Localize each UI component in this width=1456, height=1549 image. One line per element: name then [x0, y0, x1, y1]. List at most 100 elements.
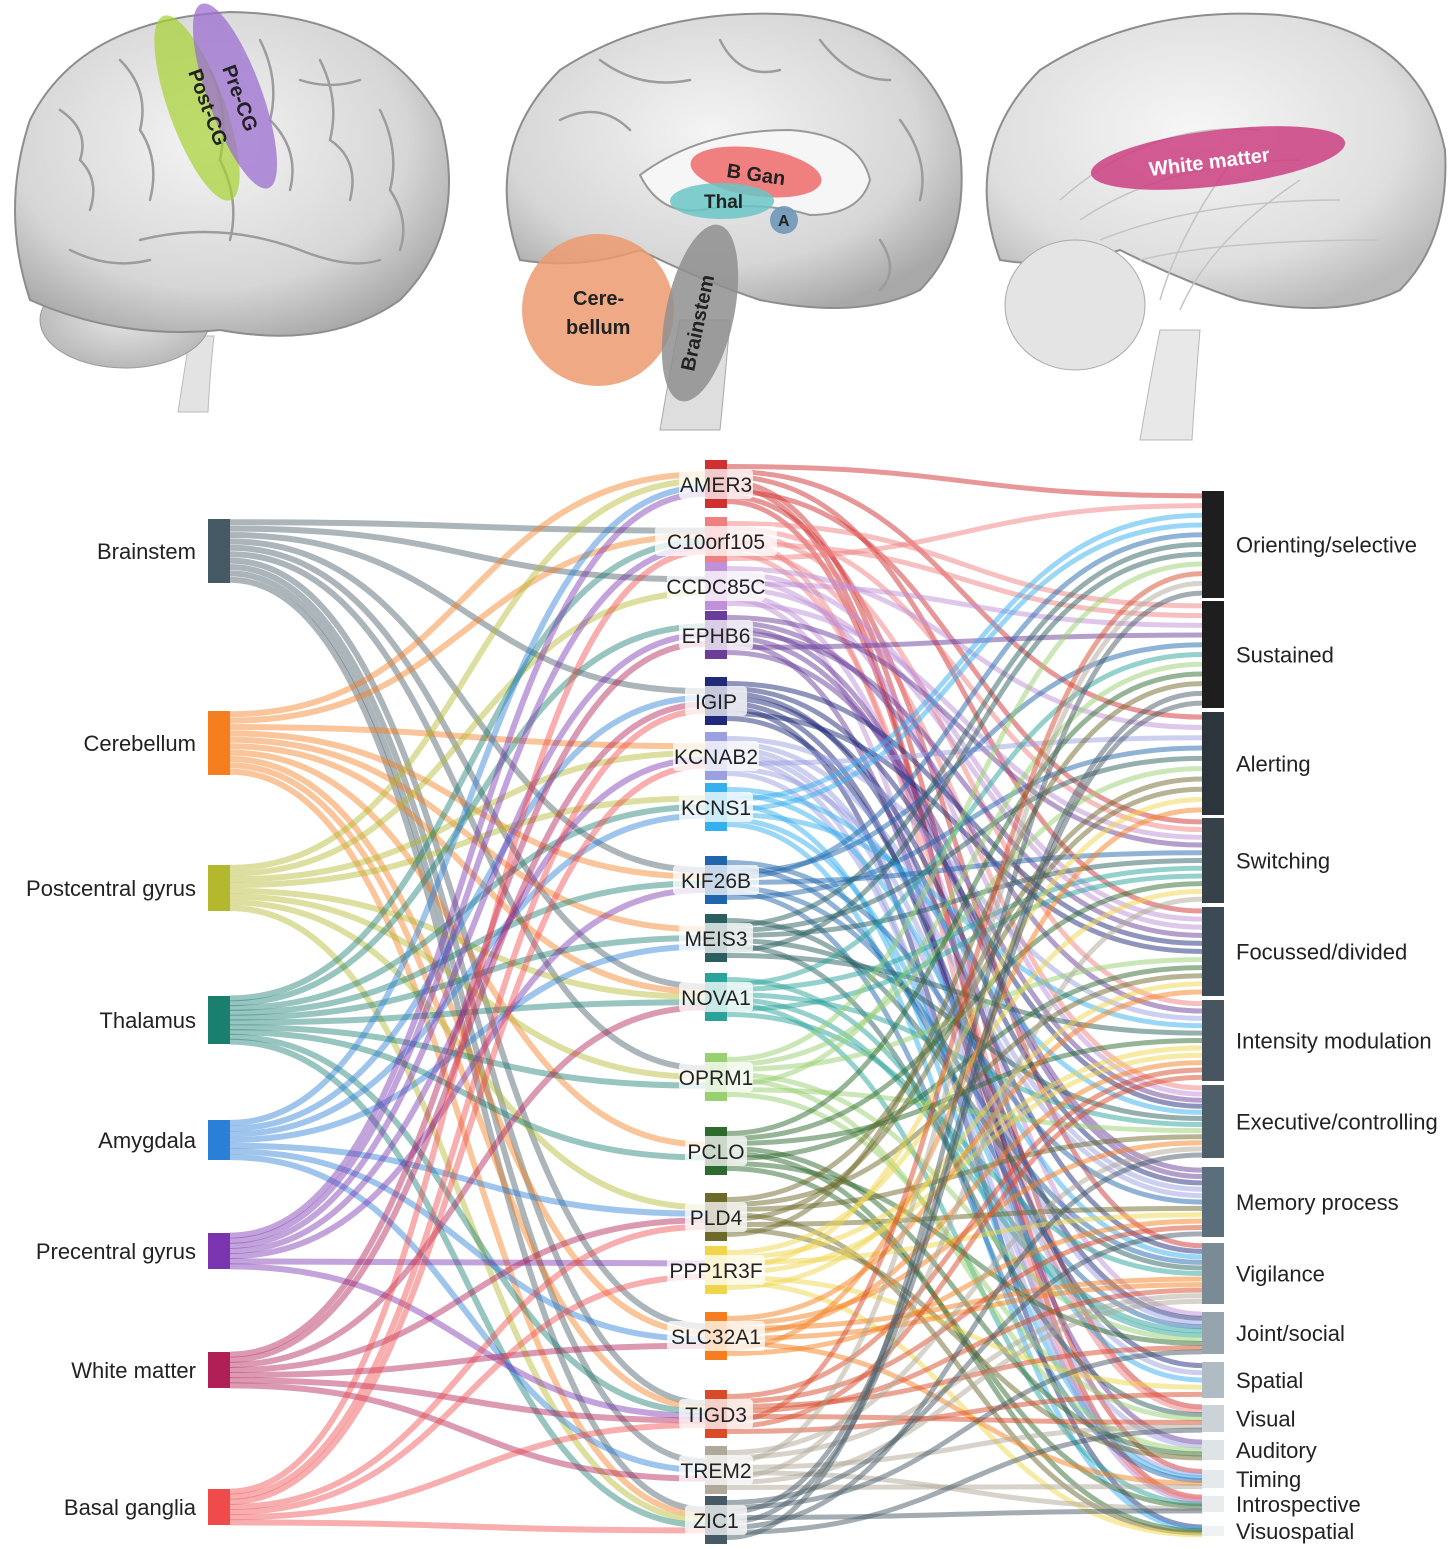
gene-function-flow [726, 850, 1203, 885]
gene-function-flow [726, 532, 1203, 880]
gene-function-flow [726, 464, 1203, 499]
gene-function-flow [726, 512, 1203, 802]
region-gene-flow [229, 519, 706, 534]
postcg-ellipse [154, 15, 240, 201]
gene-function-flow [726, 652, 1203, 987]
gene-label: KCNS1 [681, 797, 751, 820]
region-gene-flow [229, 1033, 706, 1415]
gene-function-flow [726, 1298, 1203, 1485]
region-gene-flow [229, 1223, 706, 1510]
region-label: Cerebellum [84, 731, 197, 756]
gene-function-flow [726, 503, 1203, 561]
gene-function-flow [726, 1072, 1203, 1342]
function-node [1202, 1440, 1224, 1460]
function-label: Joint/social [1236, 1321, 1345, 1346]
gene-function-flow [726, 681, 1203, 1237]
region-gene-flow [229, 768, 706, 1518]
region-label: Thalamus [99, 1008, 196, 1033]
function-node [1202, 818, 1224, 903]
gene-label: IGIP [695, 691, 737, 714]
region-gene-flow [229, 525, 706, 583]
region-gene-flow [229, 551, 706, 1072]
region-gene-flow [229, 589, 706, 877]
gene-label-bg [685, 1202, 747, 1232]
gene-function-flow [726, 1146, 1203, 1455]
gene-label: PPP1R3F [669, 1260, 762, 1283]
gene-label-bg [679, 620, 753, 650]
region-gene-flow [229, 812, 706, 1138]
region-gene-flow [229, 886, 706, 1260]
gene-label-bg [685, 1505, 747, 1535]
function-node [1202, 1312, 1224, 1354]
region-gene-flow [229, 1421, 706, 1521]
gene-label-bg [679, 1455, 753, 1485]
gene-function-flow [726, 590, 1203, 1540]
gene-label: MEIS3 [684, 928, 747, 951]
gene-label: OPRM1 [679, 1067, 754, 1090]
gene-function-flow [726, 766, 1203, 1067]
region-gene-flow [229, 564, 706, 1407]
function-label: Executive/controlling [1236, 1110, 1438, 1135]
function-node [1202, 1526, 1224, 1536]
gene-function-flow [726, 1275, 1203, 1390]
region-gene-flow [229, 490, 706, 1239]
region-gene-flow [229, 640, 706, 1358]
function-node [1202, 1362, 1224, 1398]
gene-function-flow [726, 997, 1203, 1338]
region-gene-flow [229, 471, 706, 718]
region-gene-flow [229, 1148, 706, 1343]
gene-function-flow [726, 1012, 1203, 1276]
function-label: Switching [1236, 849, 1330, 874]
region-gene-flow [229, 543, 706, 1244]
gene-function-flow [726, 521, 1203, 609]
gene-label-bg [667, 571, 765, 601]
region-gene-flow [229, 1382, 706, 1482]
region-label: Postcentral gyrus [26, 876, 196, 901]
gene-function-flow [726, 551, 1203, 953]
region-gene-flow [229, 570, 706, 1465]
thal-ellipse [670, 183, 774, 219]
function-label: Spatial [1236, 1368, 1303, 1393]
region-gene-flow [229, 893, 706, 1080]
gene-function-flow [726, 1280, 1203, 1538]
gene-function-flow [726, 973, 1203, 1207]
function-node [1202, 1000, 1224, 1081]
gene-label: ZIC1 [693, 1510, 739, 1533]
gene-label-bg [673, 865, 759, 895]
region-gene-flow [229, 544, 706, 990]
thal-label: Thal [704, 192, 743, 213]
function-node [1202, 1496, 1224, 1512]
function-label: Auditory [1236, 1438, 1317, 1463]
region-label: Brainstem [97, 539, 196, 564]
cerebellum-circle [522, 234, 674, 386]
function-label: Orienting/selective [1236, 533, 1417, 558]
brain-illustrations: Post-CG Pre-CG B Gan Thal A Cere- bellum… [14, 3, 1447, 441]
gene-function-flow [726, 797, 1203, 1270]
precg-ellipse [192, 3, 278, 189]
gene-function-flow [726, 873, 1203, 1012]
function-node [1202, 601, 1224, 708]
gene-function-flow [726, 580, 1203, 1465]
gene-function-flow [726, 1224, 1203, 1404]
gene-label-bg [655, 526, 777, 556]
region-gene-flow [229, 1024, 706, 1089]
region-gene-flow [229, 905, 706, 1523]
gene-label-bg [685, 686, 747, 716]
function-node [1202, 907, 1224, 996]
gene-label: KIF26B [681, 870, 751, 893]
gene-function-flow [726, 1218, 1203, 1356]
gene-function-flow [726, 1423, 1203, 1470]
gene-label-bg [679, 469, 753, 499]
region-gene-flow [229, 1004, 706, 1368]
region-gene-flow [229, 1142, 706, 1217]
gene-function-flow [726, 571, 1203, 1424]
region-gene-flow [229, 743, 706, 995]
function-label: Visuospatial [1236, 1519, 1354, 1544]
region-gene-flow [229, 477, 706, 871]
region-gene-flow [229, 730, 706, 880]
function-label: Intensity modulation [1236, 1029, 1432, 1054]
gene-function-flow [726, 566, 1203, 730]
function-label: Alerting [1236, 752, 1311, 777]
region-label: Basal ganglia [64, 1495, 197, 1520]
gene-function-flows [726, 464, 1203, 1540]
